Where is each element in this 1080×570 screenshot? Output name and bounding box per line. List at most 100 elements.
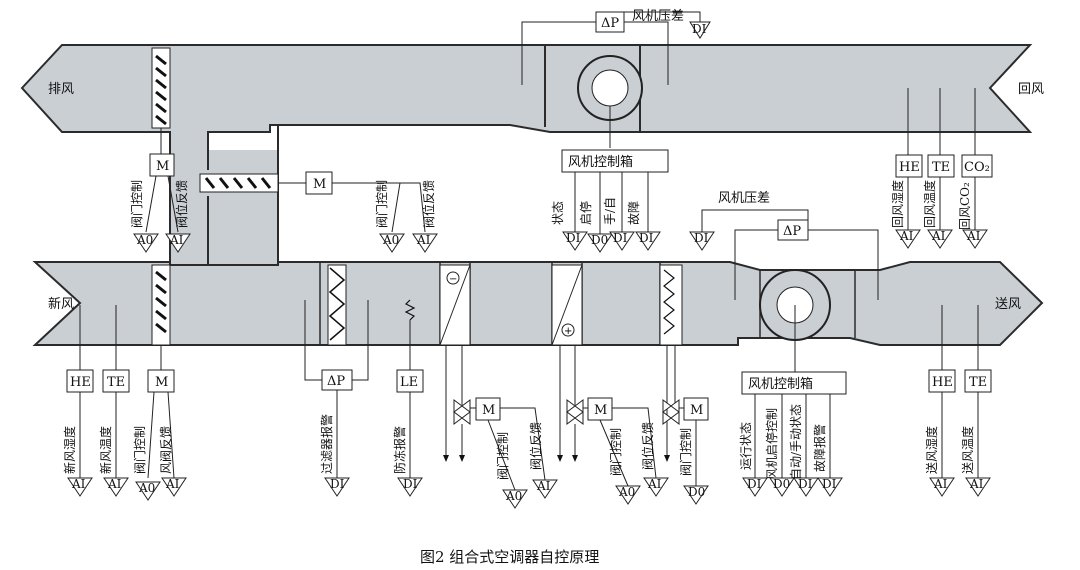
freeze-sensor-icon xyxy=(404,299,416,321)
fresh-signal-terminals xyxy=(67,477,187,501)
fresh-label: 新风 xyxy=(48,296,74,312)
fresh-te-box: TE xyxy=(107,375,125,390)
filter-alarm-text: 过滤器报警 xyxy=(319,414,334,474)
exhaust-damper-m: M xyxy=(156,159,169,174)
fan-start-d0: D0 xyxy=(773,477,790,491)
fresh-humidity-text: 新风湿度 xyxy=(62,426,77,474)
auto-manual-status-text: 自动/手动状态 xyxy=(789,404,803,480)
top-fault-di: DI xyxy=(639,231,654,245)
return-humidity-ai: AI xyxy=(899,229,914,243)
fresh-supply-duct xyxy=(32,261,1044,346)
bottom-dp-di: DI xyxy=(694,231,709,245)
exhaust-damper-fb-text: 阀位反馈 xyxy=(174,180,189,228)
fault-alarm-di: DI xyxy=(822,477,837,491)
heating-fb-text: 阀位反馈 xyxy=(640,422,655,470)
filter-alarm-di: DI xyxy=(330,477,345,491)
exhaust-label: 排风 xyxy=(48,82,74,97)
run-status-text: 运行状态 xyxy=(739,422,753,470)
return-co2-ai: AI xyxy=(966,229,981,243)
fresh-damper-a0: A0 xyxy=(138,481,155,495)
bottom-fan-signal-terminals xyxy=(742,477,843,497)
mixing-damper-ctrl-text: 阀门控制 xyxy=(374,180,389,228)
top-manual-di: DI xyxy=(613,231,628,245)
heating-valve-m: M xyxy=(594,403,607,418)
supply-label: 送风 xyxy=(995,297,1021,312)
fresh-damper-ai: AI xyxy=(165,477,180,491)
exhaust-damper xyxy=(151,47,171,129)
supply-temp-ai: AI xyxy=(969,477,984,491)
filter xyxy=(327,264,347,346)
freeze-alarm-text: 防冻报警 xyxy=(392,426,407,474)
exhaust-damper-ai: AI xyxy=(169,233,184,247)
return-label: 回风 xyxy=(1018,82,1044,97)
cooling-ctrl-text: 阀门控制 xyxy=(495,432,510,480)
filter-dp-symbol: ΔP xyxy=(327,374,345,389)
heating-ctrl-text: 阀门控制 xyxy=(608,428,623,476)
bottom-dp-symbol: ΔP xyxy=(783,224,801,239)
return-sensor-terminals xyxy=(895,229,988,249)
top-status-di: DI xyxy=(566,231,581,245)
fresh-temp-ai: AI xyxy=(107,477,122,491)
fresh-damper-ctrl-text: 阀门控制 xyxy=(132,426,147,474)
supply-temp-text: 送风温度 xyxy=(960,426,975,474)
mixing-section xyxy=(170,150,278,268)
mixing-damper-a0: A0 xyxy=(382,233,399,247)
return-te-box: TE xyxy=(932,160,950,175)
top-fan-dp-label: 风机压差 xyxy=(632,9,684,24)
top-manual-auto-text: 手/自 xyxy=(603,197,617,225)
svg-text:+: + xyxy=(564,326,572,337)
supply-humidity-ai: AI xyxy=(933,477,948,491)
auto-manual-di: DI xyxy=(798,477,813,491)
fresh-he-box: HE xyxy=(70,375,91,390)
supply-te-box: TE xyxy=(969,375,987,390)
top-dp-symbol: ΔP xyxy=(601,16,619,31)
cooling-coil: − xyxy=(439,264,471,346)
fresh-air-damper xyxy=(151,264,171,346)
bottom-fan-dp-label: 风机压差 xyxy=(718,191,770,206)
mixing-damper xyxy=(199,173,279,193)
exhaust-damper-a0: A0 xyxy=(136,233,153,247)
top-fan-ctrl-label: 风机控制箱 xyxy=(568,154,633,170)
return-temp-text: 回风温度 xyxy=(922,180,937,228)
cooling-valve-m: M xyxy=(482,403,495,418)
humidifier-d0: D0 xyxy=(688,485,705,499)
heating-ai: AI xyxy=(647,477,662,491)
supply-humidity-text: 送风湿度 xyxy=(924,426,939,474)
exhaust-return-duct xyxy=(20,44,1033,156)
cooling-a0: A0 xyxy=(505,489,522,503)
fresh-damper-fb-text: 风阀反馈 xyxy=(159,426,173,474)
mixing-damper-ai: AI xyxy=(416,233,431,247)
heating-a0: A0 xyxy=(618,485,635,499)
svg-text:−: − xyxy=(449,274,457,285)
top-start-d0: D0 xyxy=(591,233,608,247)
return-temp-ai: AI xyxy=(931,229,946,243)
top-fault-text: 故障 xyxy=(626,201,641,225)
fault-alarm-text: 故障报警 xyxy=(812,424,827,472)
exhaust-damper-ctrl-text: 阀门控制 xyxy=(129,180,144,228)
figure-caption: 图2 组合式空调器自控原理 xyxy=(420,548,599,566)
humidifier-valve-m: M xyxy=(690,403,703,418)
run-status-di: DI xyxy=(747,477,762,491)
cooling-ai: AI xyxy=(536,479,551,493)
cooling-fb-text: 阀位反馈 xyxy=(528,422,543,470)
top-start-stop-text: 启停 xyxy=(578,201,593,225)
top-fan-signal-terminals xyxy=(562,231,661,253)
fresh-humidity-ai: AI xyxy=(71,477,86,491)
return-he-box: HE xyxy=(899,160,920,175)
fan-start-stop-text: 风机启停控制 xyxy=(764,408,779,480)
humidifier xyxy=(659,264,683,346)
humidifier-ctrl-text: 阀门控制 xyxy=(678,428,693,476)
return-humidity-text: 回风湿度 xyxy=(890,180,905,228)
freeze-le-box: LE xyxy=(400,375,418,390)
top-dp-di: DI xyxy=(692,22,707,36)
mixing-damper-fb-text: 阀位反馈 xyxy=(421,180,436,228)
freeze-alarm-di: DI xyxy=(403,477,418,491)
fresh-temp-text: 新风温度 xyxy=(98,426,113,474)
return-co2-text: 回风CO₂ xyxy=(958,182,972,230)
mixing-damper-m: M xyxy=(313,177,326,192)
fresh-damper-m: M xyxy=(155,375,168,390)
supply-he-box: HE xyxy=(932,375,953,390)
heating-coil: + xyxy=(551,264,583,346)
top-status-text: 状态 xyxy=(551,201,565,225)
